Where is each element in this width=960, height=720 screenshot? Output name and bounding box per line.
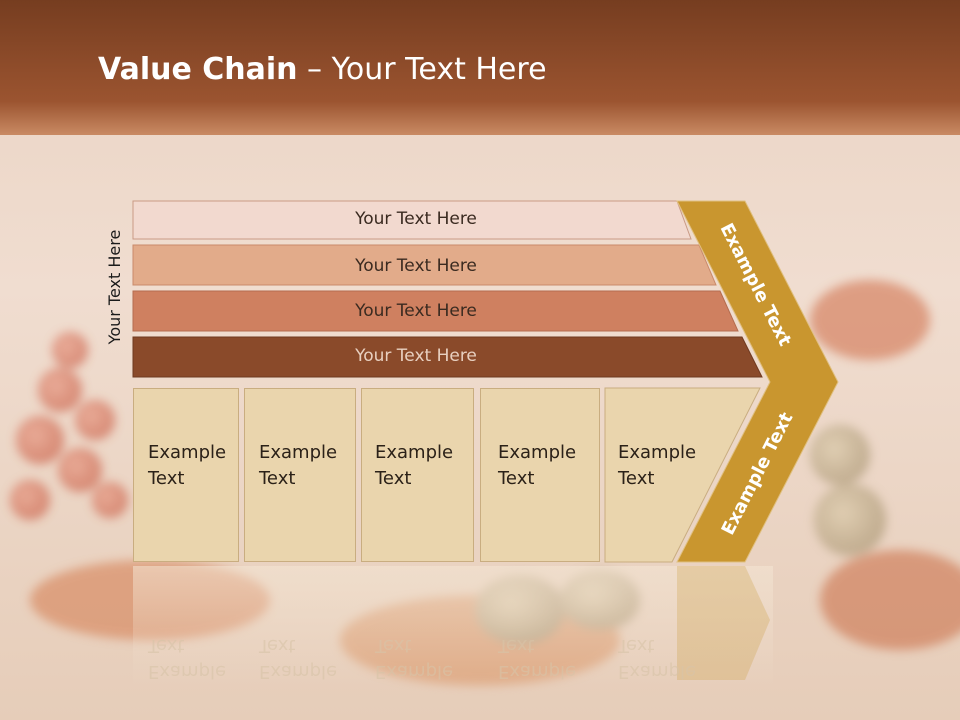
activity-box-1: [133, 388, 239, 562]
activity-label-1: Example Text: [148, 442, 227, 489]
activity-box-2: [244, 388, 356, 562]
band-label-1: Your Text Here: [355, 209, 477, 229]
band-4: [132, 336, 763, 378]
reflection-label-5: Example Text: [618, 635, 697, 682]
reflection-label-4: Example Text: [498, 635, 577, 682]
activity-label-5: Example Text: [618, 442, 697, 489]
activity-label-3: Example Text: [375, 442, 454, 489]
band-label-4: Your Text Here: [355, 346, 477, 366]
band-3: [132, 290, 739, 332]
band-2: [132, 244, 717, 286]
band-label-3: Your Text Here: [355, 301, 477, 321]
reflection-label-3: Example Text: [375, 635, 454, 682]
chevron-arrow: [676, 200, 839, 563]
activity-box-4: [480, 388, 600, 562]
band-label-2: Your Text Here: [355, 256, 477, 276]
last-box-shape: [604, 387, 761, 563]
page-title: Value Chain – Your Text Here: [98, 52, 547, 87]
value-chain-shapes: [132, 200, 839, 686]
side-label: Your Text Here: [105, 229, 124, 345]
activity-label-4: Example Text: [498, 442, 577, 489]
reflection-label-2: Example Text: [259, 635, 338, 682]
activity-label-2: Example Text: [259, 442, 338, 489]
reflection-label-1: Example Text: [148, 635, 227, 682]
activity-box-3: [361, 388, 474, 562]
band-1: [132, 200, 692, 240]
